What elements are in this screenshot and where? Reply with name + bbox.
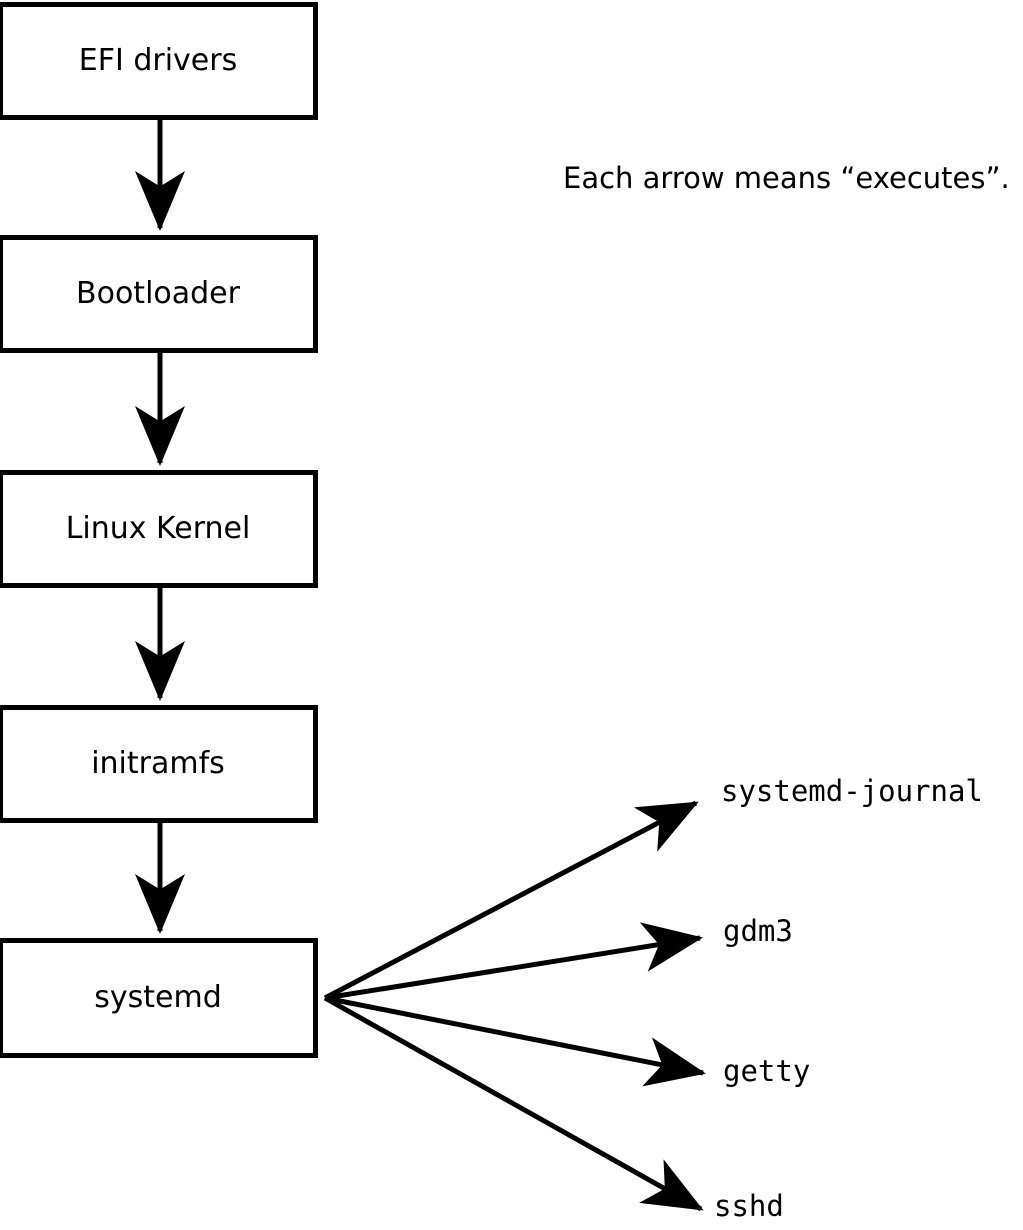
node-linux-kernel[interactable]: Linux Kernel bbox=[0, 470, 318, 588]
node-initramfs-label: initramfs bbox=[91, 746, 225, 781]
diagram-caption: Each arrow means “executes”. bbox=[563, 164, 1010, 193]
node-bootloader[interactable]: Bootloader bbox=[0, 235, 318, 353]
node-systemd-label: systemd bbox=[94, 980, 222, 1015]
node-initramfs[interactable]: initramfs bbox=[0, 705, 318, 823]
edge-systemd-to-getty bbox=[324, 995, 706, 1087]
diagram-caption-text: Each arrow means “executes”. bbox=[563, 161, 1010, 195]
node-gdm3-label: gdm3 bbox=[723, 914, 793, 948]
node-efi-drivers-label: EFI drivers bbox=[78, 43, 238, 78]
node-systemd[interactable]: systemd bbox=[0, 938, 318, 1058]
node-gdm3[interactable]: gdm3 bbox=[723, 917, 793, 946]
node-getty-label: getty bbox=[723, 1054, 811, 1088]
node-efi-drivers[interactable]: EFI drivers bbox=[0, 2, 318, 120]
node-getty[interactable]: getty bbox=[723, 1057, 810, 1086]
node-sshd[interactable]: sshd bbox=[714, 1192, 784, 1221]
node-systemd-journal-label: systemd-journal bbox=[721, 774, 983, 808]
edge-systemd-to-gdm3 bbox=[324, 922, 703, 1001]
node-systemd-journal[interactable]: systemd-journal bbox=[721, 777, 983, 806]
edge-systemd-to-systemd-journal bbox=[323, 800, 699, 1001]
edge-systemd-to-sshd bbox=[323, 995, 704, 1212]
node-sshd-label: sshd bbox=[714, 1189, 784, 1223]
node-linux-kernel-label: Linux Kernel bbox=[65, 511, 251, 546]
node-bootloader-label: Bootloader bbox=[76, 276, 240, 311]
